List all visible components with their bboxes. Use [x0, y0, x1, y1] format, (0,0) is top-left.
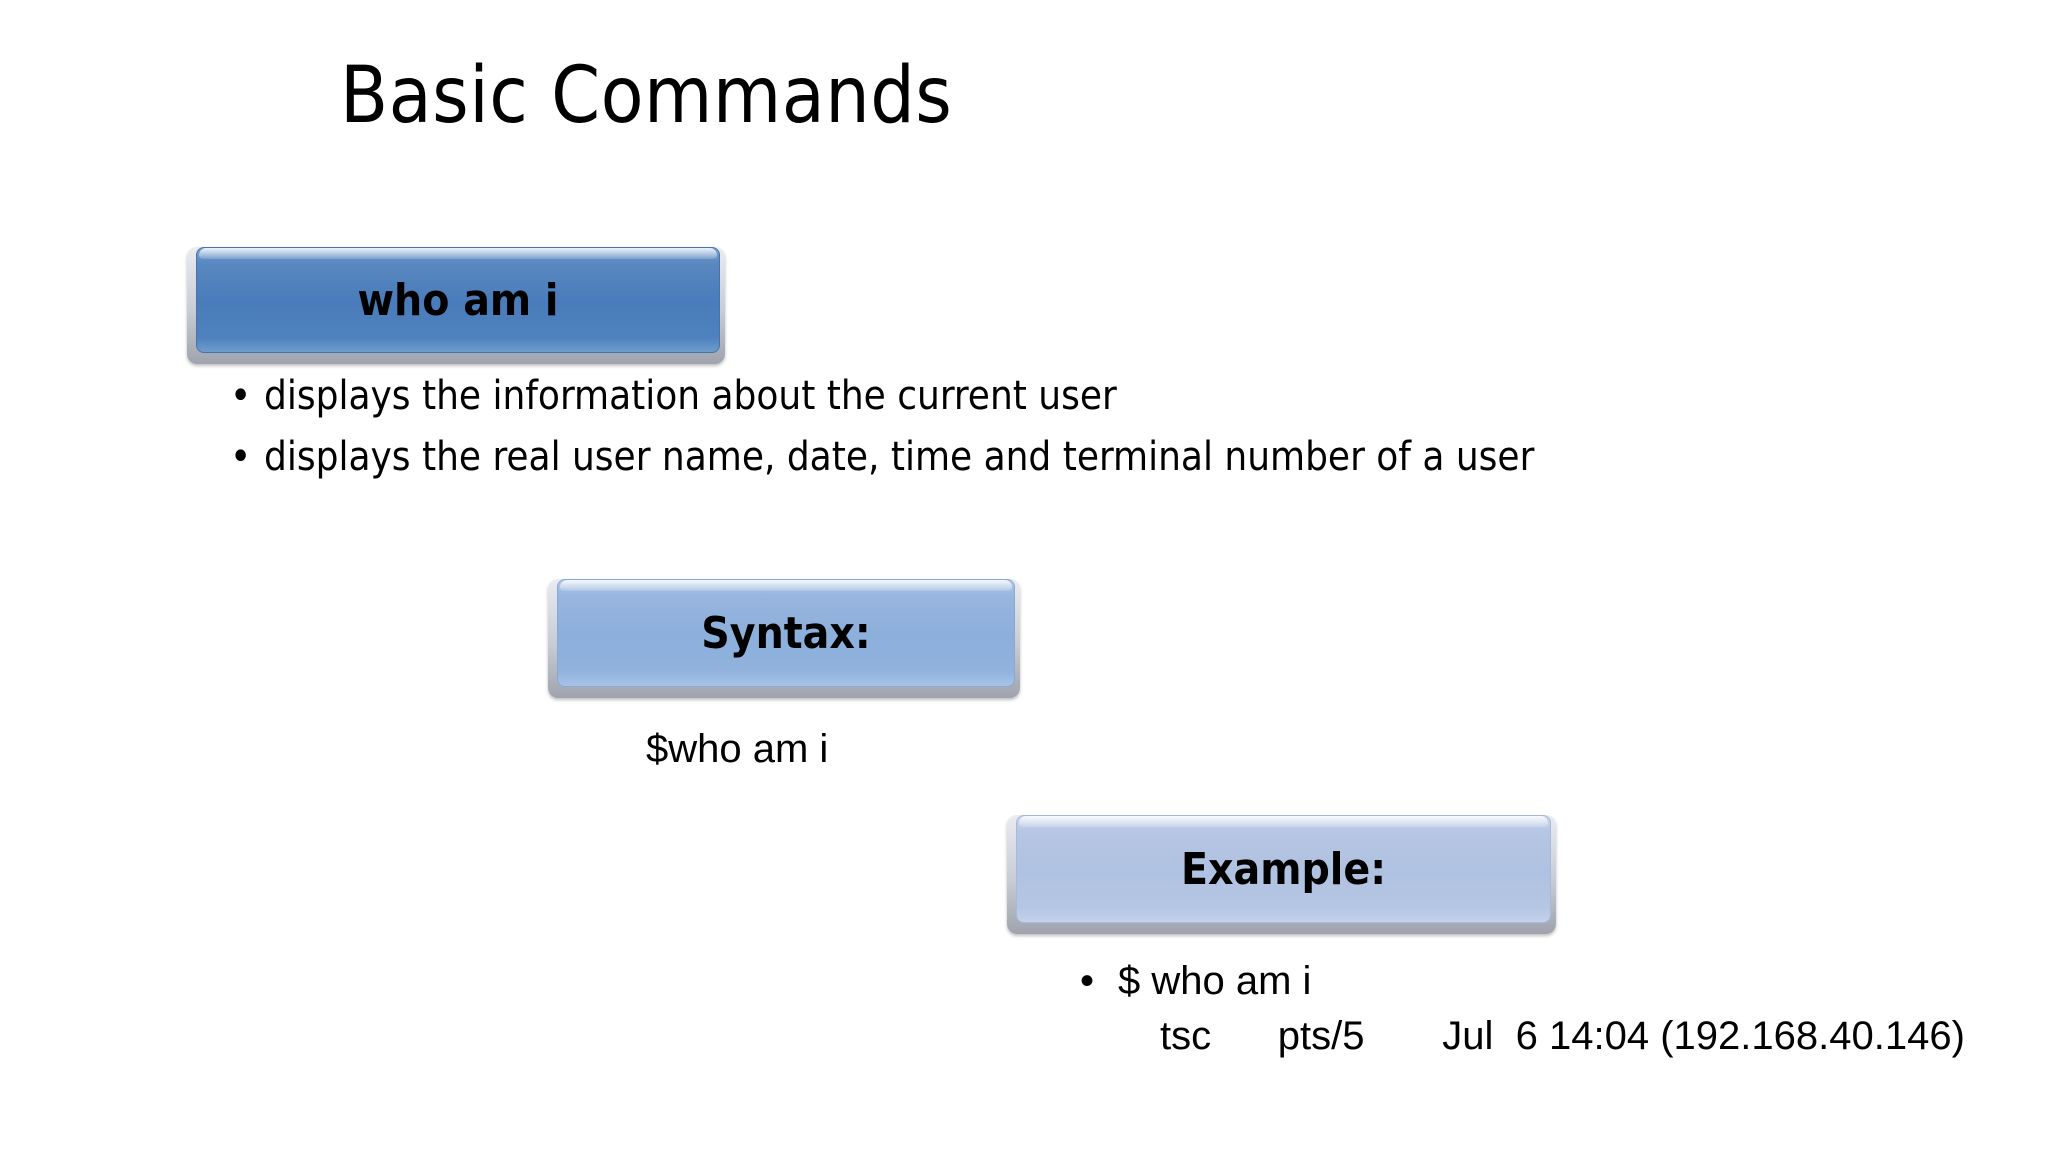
callout-box-label: who am i: [357, 274, 559, 326]
who-am-i-description-list: displays the information about the curre…: [222, 366, 1534, 488]
box-face: [196, 247, 720, 353]
callout-box-who-am-i[interactable]: who am i: [187, 247, 725, 364]
callout-box-label: Syntax:: [701, 607, 871, 659]
callout-box-example[interactable]: Example:: [1007, 815, 1556, 934]
box-face: [557, 579, 1015, 687]
list-item: $ who am i: [1076, 955, 1311, 1007]
example-command-list: $ who am i: [1076, 955, 1311, 1007]
example-output-text: tsc pts/5 Jul 6 14:04 (192.168.40.146): [1160, 1014, 1965, 1058]
list-item: displays the information about the curre…: [222, 366, 1534, 427]
callout-box-label: Example:: [1180, 843, 1387, 895]
callout-box-syntax[interactable]: Syntax:: [548, 579, 1020, 698]
syntax-sample-text: $who am i: [646, 727, 829, 771]
box-face: [1016, 815, 1551, 923]
page-title: Basic Commands: [340, 51, 953, 141]
list-item: displays the real user name, date, time …: [222, 427, 1534, 488]
